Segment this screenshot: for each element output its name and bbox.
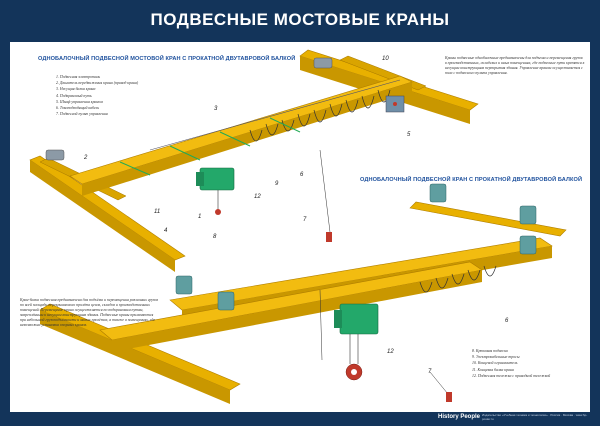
callout-label: 12	[387, 349, 394, 355]
pendant-control-bottom	[446, 392, 452, 402]
legend-item: 4. Подкрановый путь	[56, 93, 92, 98]
legend-item: 8. Крюковая подвеска	[472, 349, 508, 353]
callout-label: 9	[275, 181, 279, 187]
legend-item: 10. Концевой ограничитель	[472, 361, 518, 366]
callout-label: 6	[300, 172, 304, 178]
callout-label: 11	[154, 209, 160, 215]
drive-motor-left	[45, 149, 65, 161]
note-top: Краны подвесные однобалочные предназначе…	[445, 56, 585, 75]
drive-motor-right	[313, 57, 333, 69]
hoist-bottom	[339, 303, 379, 335]
callout-label: 8	[213, 234, 217, 240]
callout-label: 12	[254, 194, 261, 200]
heading-bottom: ОДНОБАЛОЧНЫЙ ПОДВЕСНОЙ КРАН С ПРОКАТНОЙ …	[360, 177, 583, 183]
legend-item: 3. Несущая балка крана	[56, 87, 96, 92]
legend-item: 5. Шкаф управления краном	[56, 99, 103, 104]
callouts-bottom: 6 12 7	[387, 318, 509, 375]
legend-bottom: 8. Крюковая подвеска 9. Электрокабельные…	[472, 348, 550, 379]
drive-units-bottom	[175, 183, 537, 311]
trolley-rails-top	[119, 117, 301, 176]
callout-label: 10	[382, 56, 389, 62]
legend-item: 2. Двигатель передвижения крана (привод …	[56, 81, 139, 86]
callout-label: 7	[428, 369, 432, 375]
legend-item: 1. Подвесная электроталь	[56, 75, 101, 79]
callout-label: 7	[303, 217, 307, 223]
hoist-top	[199, 167, 235, 191]
hook-block-top	[215, 209, 221, 215]
note-bottom: Кран-балка подвесная предназначена для п…	[20, 298, 159, 327]
callout-label: 4	[164, 228, 168, 234]
cable-festoon-top	[249, 89, 391, 142]
callout-label: 2	[83, 155, 88, 161]
callout-label: 5	[407, 132, 411, 138]
legend-item: 11. Концевая балка крана	[472, 367, 514, 372]
legend-item: 12. Подвесная тележка с приводной тележк…	[472, 373, 551, 378]
callout-label: 3	[214, 106, 218, 112]
callout-label: 6	[505, 318, 509, 324]
callouts-top: 10 3 5 2 1 12 9 8 11 4 7 6	[83, 56, 411, 240]
legend-top: 1. Подвесная электроталь 2. Двигатель пе…	[56, 74, 138, 117]
callout-label: 1	[198, 214, 201, 220]
pendant-control-top	[326, 232, 332, 242]
cable-festoon-bottom	[419, 265, 497, 293]
brand-logo: History People	[438, 414, 481, 420]
legend-item: 9. Электрокабельные тросы	[472, 355, 520, 360]
legend-item: 6. Токоподводящий кабель	[56, 106, 100, 111]
legend-item: 7. Подвесной пульт управления	[56, 112, 108, 117]
publisher-contact: Издательство «Учебная техника и технолог…	[482, 413, 588, 421]
heading-top: ОДНОБАЛОЧНЫЙ ПОДВЕСНОЙ МОСТОВОЙ КРАН С П…	[38, 56, 296, 62]
poster-title: ПОДВЕСНЫЕ МОСТОВЫЕ КРАНЫ	[150, 10, 450, 29]
runway-rail-bottom-rear	[409, 201, 567, 237]
